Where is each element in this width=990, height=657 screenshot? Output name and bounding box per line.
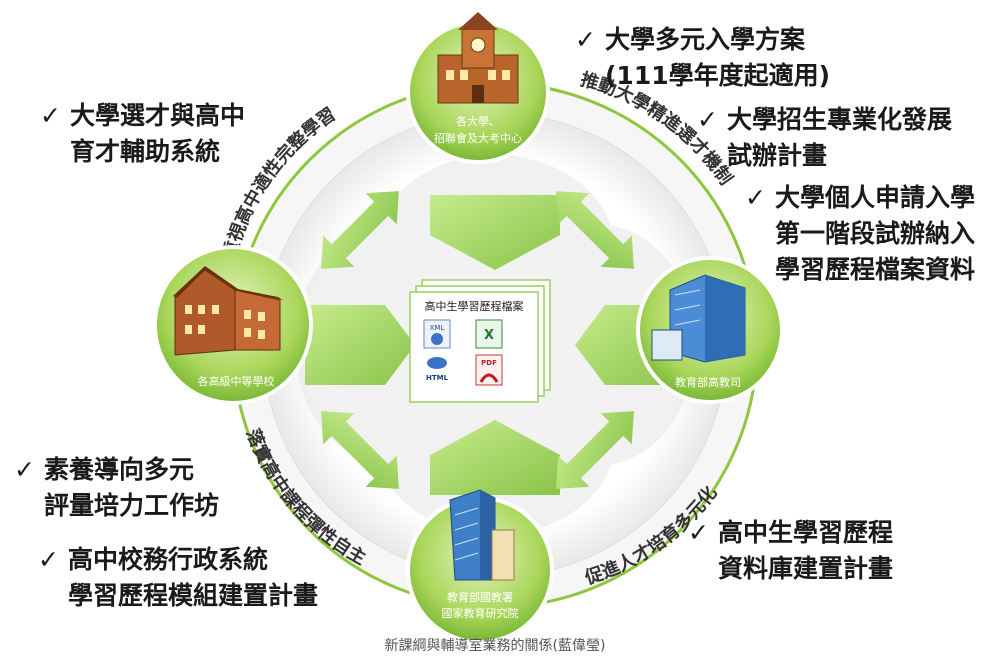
check-icon: ✓ (697, 105, 718, 134)
figure-caption: 新課綱與輔導室業務的關係(藍偉瑩) (384, 638, 606, 654)
html-file-icon: HTML (426, 357, 449, 382)
note-item: 資料庫建置計畫 (718, 554, 894, 583)
arrow-bottom-up (430, 420, 560, 495)
center-document: 高中生學習歷程檔案 XML X HTML PDF (409, 279, 551, 403)
node-bottom-k12-ed: 教育部國教署 國家教育研究院 (406, 489, 554, 644)
center-title: 高中生學習歷程檔案 (425, 299, 524, 313)
tower-building-icon (449, 489, 515, 581)
note-item: 高中校務行政系統 (68, 545, 269, 574)
node-top-label-2: 招聯會及大考中心 (434, 131, 522, 145)
diag-arrow-tr (556, 191, 634, 269)
node-left-high-schools: 各高級中等學校 (153, 245, 313, 405)
check-icon: ✓ (575, 25, 596, 54)
note-item: 試辦計畫 (727, 141, 828, 170)
note-item: 學習歷程模組建置計畫 (68, 581, 319, 610)
notes-bottom-left-2: ✓ 高中校務行政系統 學習歷程模組建置計畫 (38, 542, 318, 614)
check-icon: ✓ (688, 518, 709, 547)
diag-arrow-tl (321, 191, 399, 269)
arrow-top-down (430, 195, 560, 270)
note-item: 育才輔助系統 (70, 137, 221, 166)
check-icon: ✓ (14, 455, 35, 484)
node-right-label: 教育部高教司 (675, 375, 741, 389)
check-icon: ✓ (745, 183, 766, 212)
svg-text:X: X (484, 328, 494, 343)
notes-bottom-right: ✓ 高中生學習歷程 資料庫建置計畫 (688, 515, 893, 587)
note-item: 評量培力工作坊 (44, 491, 220, 520)
svg-text:PDF: PDF (481, 359, 497, 367)
diag-arrow-bl (321, 411, 399, 489)
notes-top-left: ✓ 大學選才與高中 育才輔助系統 (40, 98, 245, 170)
node-right-higher-ed: 教育部高教司 (636, 256, 784, 404)
notes-top-right-1: ✓ 大學多元入學方案 (111學年度起適用) (575, 22, 830, 94)
node-top-universities: 各大學、 招聯會及大考中心 (406, 12, 550, 164)
note-item: 素養導向多元 (44, 455, 195, 484)
note-item: 大學個人申請入學 (775, 183, 976, 212)
xml-file-icon: XML (423, 319, 451, 349)
svg-text:XML: XML (430, 324, 445, 332)
excel-file-icon: X (475, 319, 503, 349)
notes-top-right-3: ✓ 大學個人申請入學 第一階段試辦納入 學習歷程檔案資料 (745, 180, 975, 288)
note-item: 大學招生專業化發展 (727, 105, 953, 134)
check-icon: ✓ (38, 545, 59, 574)
note-item: 大學選才與高中 (70, 101, 246, 130)
university-building-icon (437, 12, 519, 104)
pdf-file-icon: PDF (475, 354, 503, 386)
node-bottom-label-2: 國家教育研究院 (442, 606, 519, 620)
node-left-label: 各高級中等學校 (198, 374, 275, 388)
check-icon: ✓ (40, 101, 61, 130)
note-item: 高中生學習歷程 (718, 518, 894, 547)
notes-top-right-2: ✓ 大學招生專業化發展 試辦計畫 (697, 102, 952, 174)
note-item: 學習歷程檔案資料 (775, 255, 976, 284)
diag-arrow-br (556, 411, 634, 489)
node-top-label-1: 各大學、 (456, 114, 500, 128)
svg-text:HTML: HTML (426, 374, 449, 382)
node-bottom-label-1: 教育部國教署 (447, 590, 513, 604)
arrow-left-right (305, 305, 415, 385)
notes-bottom-left-1: ✓ 素養導向多元 評量培力工作坊 (14, 452, 219, 524)
note-item: (111學年度起適用) (605, 61, 831, 90)
office-building-icon (651, 274, 746, 363)
note-item: 第一階段試辦納入 (775, 219, 976, 248)
school-building-icon (173, 266, 283, 356)
note-item: 大學多元入學方案 (605, 25, 806, 54)
